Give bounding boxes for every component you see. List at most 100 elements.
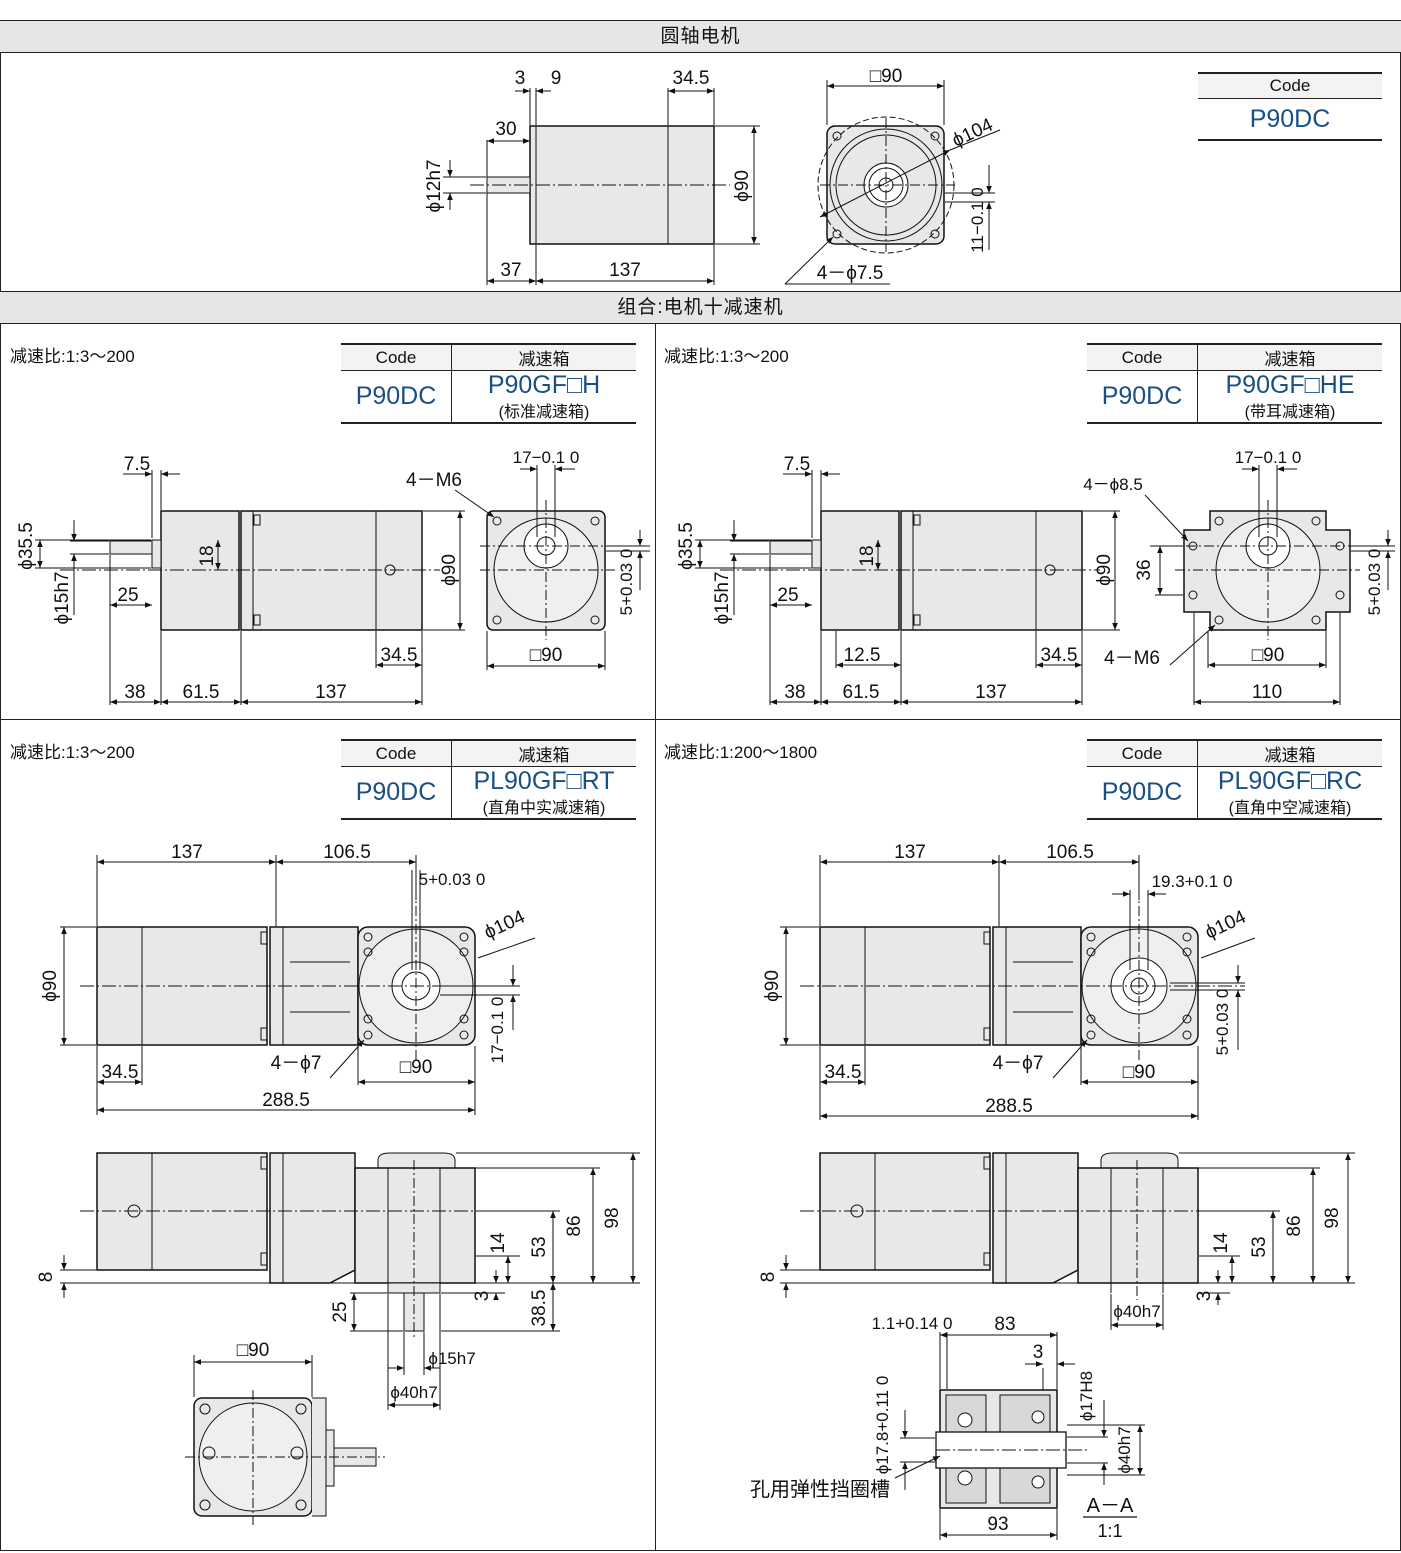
dim-sq90: □90 xyxy=(1123,1062,1156,1083)
dim-86: 86 xyxy=(564,1215,585,1236)
dim-key-17: 17−0.1 0 xyxy=(513,448,580,467)
dim-288-5: 288.5 xyxy=(985,1096,1033,1117)
panel4-section-view xyxy=(894,1332,1145,1540)
panel1-front-view xyxy=(454,465,650,670)
dim-holes-7: 4－ϕ7 xyxy=(271,1053,322,1074)
ratio-label-3: 减速比:1:3～200 xyxy=(10,743,135,762)
gearbox-cell: PL90GF□RT(直角中实减速箱) xyxy=(451,766,636,820)
dim-key-5: 5+0.03 0 xyxy=(617,549,636,616)
dim-key-5: 5+0.03 0 xyxy=(1213,989,1232,1056)
panel1-side-view xyxy=(35,470,465,705)
dim-3: 3 xyxy=(472,1291,493,1302)
dim-phi35-5: ϕ35.5 xyxy=(676,522,697,570)
dim-phi90: ϕ90 xyxy=(1094,554,1115,586)
code-header: Code xyxy=(341,343,452,371)
dim-83: 83 xyxy=(994,1314,1015,1335)
dim-phi17-8: ϕ17.8+0.11 0 xyxy=(873,1376,892,1475)
dim-key-17: 17−0.1 0 xyxy=(1235,448,1302,467)
dim-53: 53 xyxy=(529,1236,550,1257)
gearbox-code: P90GF□HE xyxy=(1225,371,1355,399)
dim-53: 53 xyxy=(1249,1236,1270,1257)
dim-holes-7-5: 4－ϕ7.5 xyxy=(817,263,884,284)
ratio-label-4: 减速比:1:200～1800 xyxy=(664,743,818,762)
gearbox-header: 减速箱 xyxy=(451,739,636,767)
gearbox-desc: (直角中空减速箱) xyxy=(1228,800,1352,817)
dim-34-5: 34.5 xyxy=(381,645,418,666)
dim-34-5: 34.5 xyxy=(1041,645,1078,666)
gearbox-desc: (带耳减速箱) xyxy=(1244,404,1336,421)
ratio-label-1: 减速比:1:3～200 xyxy=(10,347,135,366)
motor-front-view xyxy=(784,80,1001,285)
dim-34-5: 34.5 xyxy=(102,1062,139,1083)
panel3-top-view xyxy=(60,855,536,1115)
panel4-top-view xyxy=(780,855,1256,1120)
gearbox-cell: PL90GF□RC (直角中空减速箱) xyxy=(1197,766,1382,820)
dim-phi15: ϕ15h7 xyxy=(52,572,73,625)
gearbox-desc: (标准减速箱) xyxy=(498,404,590,421)
dim-phi90: ϕ90 xyxy=(732,170,753,202)
dim-holes-7: 4－ϕ7 xyxy=(993,1053,1044,1074)
dim-holes-8-5: 4－ϕ8.5 xyxy=(1083,475,1143,494)
dim-phi15: ϕ15h7 xyxy=(428,1349,475,1368)
ratio-label-2: 减速比:1:3～200 xyxy=(664,347,789,366)
dim-37: 37 xyxy=(500,260,521,281)
gearbox-code: PL90GF□RT xyxy=(473,767,615,795)
section-scale: 1:1 xyxy=(1097,1521,1122,1541)
dim-106-5: 106.5 xyxy=(323,842,371,863)
dim-25: 25 xyxy=(777,585,798,606)
dim-key-11: 11−0.1 0 xyxy=(968,187,987,252)
dim-93: 93 xyxy=(987,1514,1008,1535)
dim-sq90: □90 xyxy=(530,645,563,666)
gearbox-header: 减速箱 xyxy=(451,343,636,371)
round-shaft-title: 圆轴电机 xyxy=(660,26,741,47)
dim-38: 38 xyxy=(784,682,805,703)
gearbox-cell: P90GF□H (标准减速箱) xyxy=(451,370,636,424)
motor-side-view xyxy=(443,88,760,285)
code-header: Code xyxy=(1087,739,1198,767)
code-header: Code xyxy=(1198,72,1382,99)
dim-3: 3 xyxy=(515,68,526,89)
gearbox-cell: P90GF□HE (带耳减速箱) xyxy=(1197,370,1382,424)
dim-34-5: 34.5 xyxy=(825,1062,862,1083)
dim-61-5: 61.5 xyxy=(843,682,880,703)
motor-code: P90DC xyxy=(341,766,452,820)
dim-phi17: ϕ17H8 xyxy=(1077,1371,1096,1421)
section-label: A－A xyxy=(1087,1495,1134,1517)
dim-sq90: □90 xyxy=(870,66,903,87)
dim-m6: 4－M6 xyxy=(406,470,462,491)
panel4-side-view xyxy=(780,1152,1355,1330)
dim-8: 8 xyxy=(758,1272,779,1283)
dim-14: 14 xyxy=(488,1232,509,1254)
dim-phi104: ϕ104 xyxy=(1202,906,1250,943)
dim-30: 30 xyxy=(495,119,516,140)
dim-34-5: 34.5 xyxy=(673,68,710,89)
dim-3: 3 xyxy=(1033,1342,1044,1363)
dim-7-5: 7.5 xyxy=(784,454,810,475)
dim-phi104: ϕ104 xyxy=(481,906,529,943)
dim-key-17: 17−0.1 0 xyxy=(488,997,507,1064)
dim-137: 137 xyxy=(609,260,641,281)
motor-code: P90DC xyxy=(1087,370,1198,424)
gearbox-code: P90GF□H xyxy=(487,371,601,399)
panel3-side-view xyxy=(60,1152,640,1410)
dim-137: 137 xyxy=(171,842,203,863)
dim-key-5: 5+0.03 0 xyxy=(419,870,486,889)
gearbox-code: PL90GF□RC xyxy=(1217,767,1363,795)
dim-phi40: ϕ40h7 xyxy=(1113,1302,1160,1321)
dim-m6: 4－M6 xyxy=(1104,648,1160,669)
dim-36: 36 xyxy=(1134,559,1155,580)
dim-137: 137 xyxy=(894,842,926,863)
motor-code: P90DC xyxy=(1087,766,1198,820)
dim-sq90: □90 xyxy=(237,1340,270,1361)
dim-9: 9 xyxy=(551,68,562,89)
dim-7-5: 7.5 xyxy=(124,454,150,475)
dim-phi90: ϕ90 xyxy=(40,970,61,1002)
panel2-side-view xyxy=(695,470,1120,705)
dim-key-5: 5+0.03 0 xyxy=(1365,549,1384,616)
dim-phi12: ϕ12h7 xyxy=(424,160,445,213)
snap-ring-label: 孔用弹性挡圈槽 xyxy=(750,1478,890,1501)
